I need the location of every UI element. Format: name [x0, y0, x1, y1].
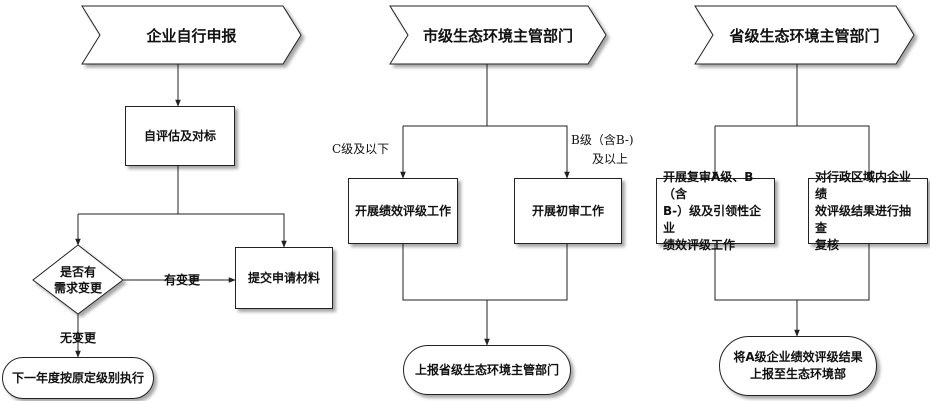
arrow-to-initial-review — [487, 125, 570, 179]
re-review-line1: 开展复审A级、B（含 — [663, 169, 754, 201]
yes-change-label: 有变更 — [164, 273, 201, 287]
final-report-line1: 将A级企业绩效评级结果 — [733, 350, 863, 364]
report-province-terminal: 上报省级生态环境主管部门 — [403, 345, 571, 395]
spot-check-line2: 效评级结果进行抽查 — [815, 203, 912, 235]
c-grade-label: C级及以下 — [332, 142, 390, 156]
submit-materials-box: 提交申请材料 — [235, 247, 333, 309]
arrow-to-submit-top — [178, 213, 287, 248]
b-grade-label-line2: 及以上 — [592, 152, 629, 166]
header-chevron-enterprise — [81, 5, 302, 65]
perf-eval-box: 开展绩效评级工作 — [348, 178, 458, 244]
next-year-terminal: 下一年度按原定级别执行 — [2, 357, 154, 399]
final-report-line2: 上报至生态环境部 — [749, 367, 846, 381]
spot-check-line3: 复核 — [815, 237, 840, 252]
decision-text: 是否有 需求变更 — [43, 264, 113, 296]
connector-split-col3 — [715, 64, 798, 127]
header-enterprise: 企业自行申报 — [146, 26, 237, 45]
re-review-line2: B-）级及引领性企业 — [663, 203, 762, 235]
connector-split-col1 — [78, 166, 179, 215]
spot-check-box: 对行政区域内企业绩 效评级结果进行抽查 复核 — [808, 170, 928, 252]
header-province: 省级生态环境主管部门 — [729, 26, 880, 45]
connector-split-col2 — [403, 64, 488, 127]
header-chevron-province — [694, 5, 915, 65]
initial-review-box: 开展初审工作 — [514, 178, 622, 244]
arrow-to-spot-check — [797, 125, 872, 179]
re-review-box: 开展复审A级、B（含 B-）级及引领性企业 绩效评级工作 — [656, 170, 775, 252]
decision-text-line2: 需求变更 — [53, 281, 102, 295]
decision-text-line1: 是否有 — [59, 265, 96, 279]
header-city: 市级生态环境主管部门 — [422, 26, 573, 45]
connector-merge-col2 — [402, 244, 568, 301]
final-report-terminal: 将A级企业绩效评级结果 上报至生态环境部 — [719, 336, 877, 396]
self-eval-box: 自评估及对标 — [125, 106, 235, 166]
re-review-line3: 绩效评级工作 — [663, 237, 736, 252]
b-grade-label-line1: B级（含B-) — [571, 133, 634, 147]
header-chevron-city — [389, 5, 607, 65]
no-change-label: 无变更 — [60, 331, 97, 345]
connector-merge-col3 — [714, 244, 870, 301]
spot-check-line1: 对行政区域内企业绩 — [815, 169, 912, 201]
